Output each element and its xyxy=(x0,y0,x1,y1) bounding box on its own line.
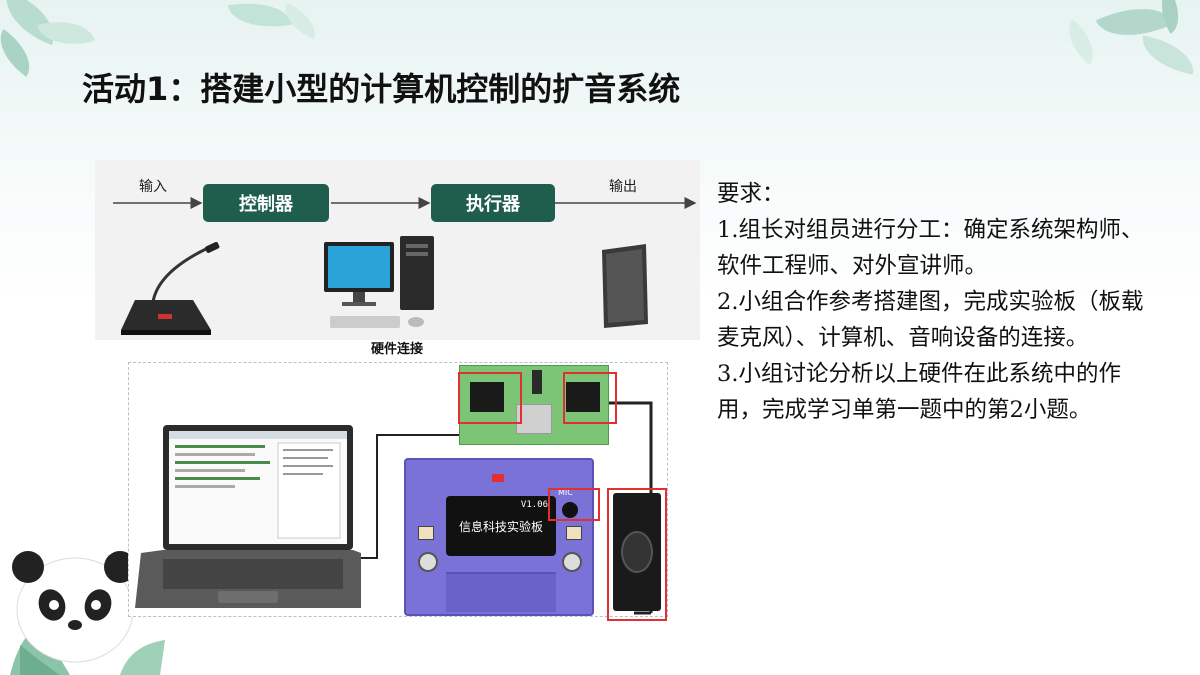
board-mic-label: MIC xyxy=(558,488,573,497)
requirement-item-3: 3.小组讨论分析以上硬件在此系统中的作用，完成学习单第一题中的第2小题。 xyxy=(717,361,1121,423)
board-button-left[interactable] xyxy=(418,526,434,540)
speaker-image xyxy=(602,244,648,328)
controller-box: 控制器 xyxy=(203,184,329,222)
highlight-left-jack xyxy=(458,372,522,424)
board-knob-left[interactable] xyxy=(418,552,438,572)
board-button-right[interactable] xyxy=(566,526,582,540)
requirements-text: 要求： 1.组长对组员进行分工：确定系统架构师、软件工程师、对外宣讲师。 2.小… xyxy=(717,176,1157,428)
requirements-heading: 要求： xyxy=(717,181,785,207)
board-name: 信息科技实验板 xyxy=(458,520,543,534)
hardware-connection-caption: 硬件连接 xyxy=(360,340,434,360)
board-display: V1.06 信息科技实验板 xyxy=(446,496,556,556)
highlight-right-jack xyxy=(563,372,617,424)
highlight-speaker xyxy=(607,488,667,621)
board-bottom-strip xyxy=(446,572,556,612)
board-mic-port xyxy=(562,502,578,518)
system-block-diagram: 输入 控制器 执行器 输出 xyxy=(95,160,700,340)
desktop-computer-image xyxy=(324,236,434,328)
requirement-item-2: 2.小组合作参考搭建图，完成实验板（板载麦克风）、计算机、音响设备的连接。 xyxy=(717,289,1144,351)
experiment-board: V1.06 信息科技实验板 MIC xyxy=(404,458,594,616)
flow-input-label: 输入 xyxy=(139,179,167,195)
laptop-image xyxy=(135,425,361,608)
highlight-mic xyxy=(548,488,600,521)
panda-illustration xyxy=(10,551,165,675)
small-speaker xyxy=(613,493,661,611)
board-knob-right[interactable] xyxy=(562,552,582,572)
microphone-image xyxy=(121,242,220,335)
board-version: V1.06 xyxy=(520,500,548,510)
extension-board xyxy=(459,365,609,445)
flow-output-label: 输出 xyxy=(609,179,637,195)
board-led-indicator xyxy=(492,474,504,482)
flow-arrows xyxy=(113,197,697,209)
requirement-item-1: 1.组长对组员进行分工：确定系统架构师、软件工程师、对外宣讲师。 xyxy=(717,217,1144,279)
executor-box: 执行器 xyxy=(431,184,555,222)
slide-title: 活动1：搭建小型的计算机控制的扩音系统 xyxy=(82,70,681,108)
